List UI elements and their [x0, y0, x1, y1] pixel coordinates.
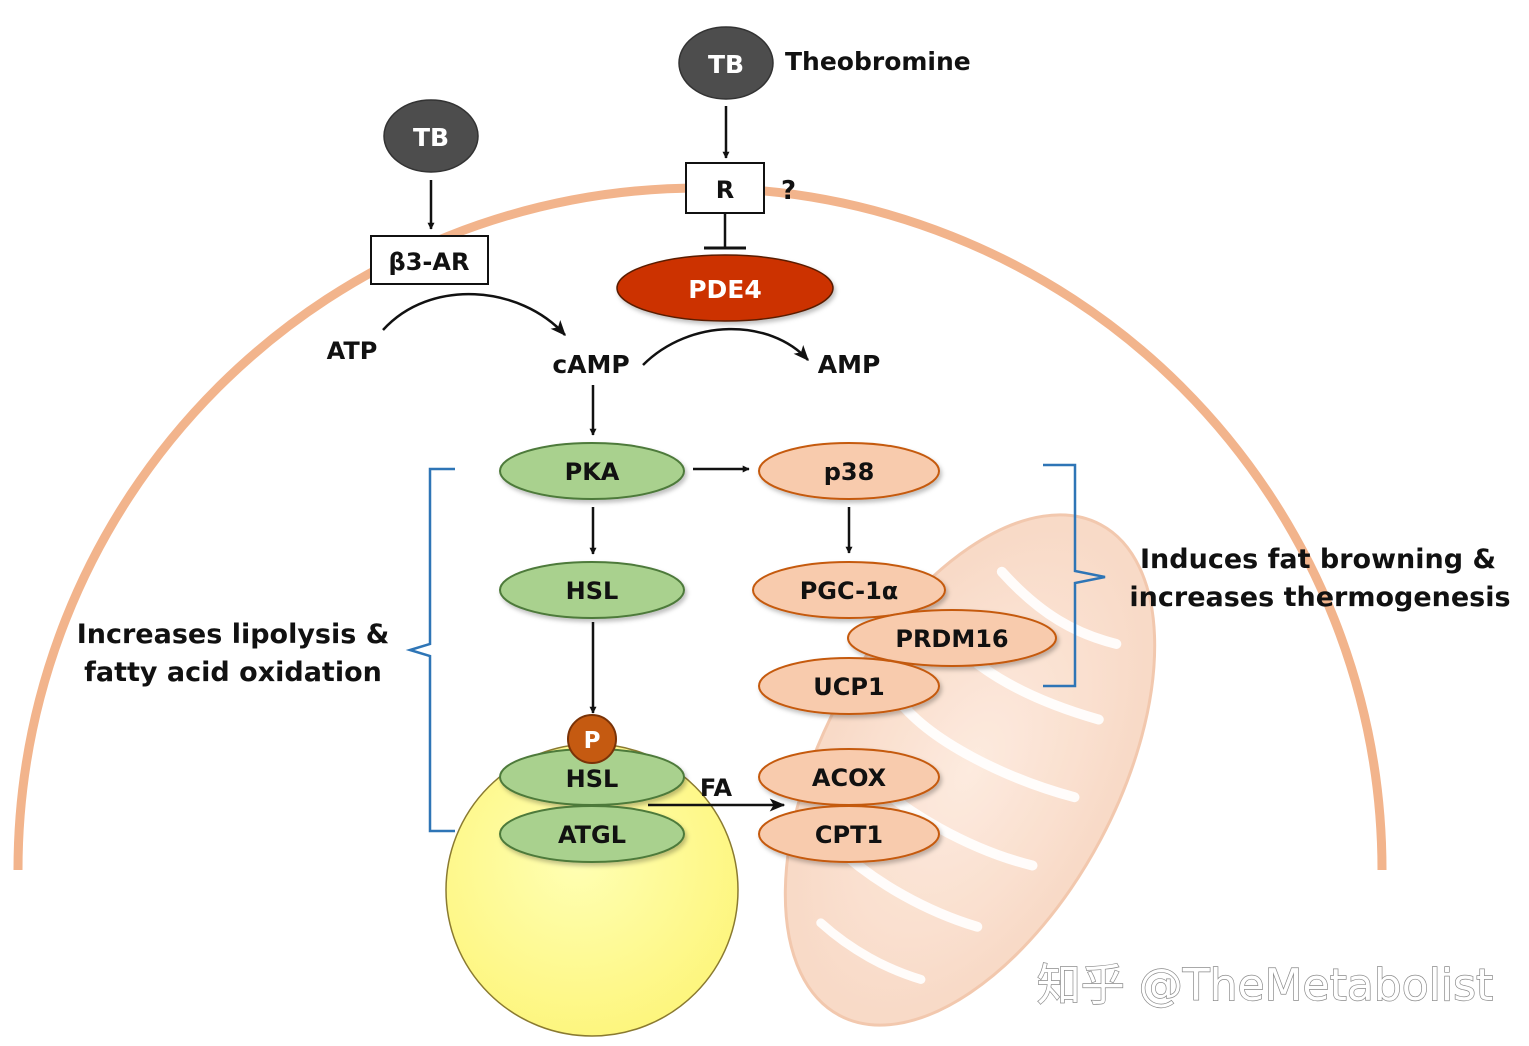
watermark: 知乎 @TheMetabolist	[1037, 960, 1494, 1011]
left-note-line-1: Increases lipolysis &	[77, 619, 390, 650]
pka-node	[499, 442, 685, 500]
phosphate-node	[567, 714, 617, 764]
question-mark: ?	[781, 176, 796, 206]
hsl-node	[499, 561, 685, 619]
prdm16-label: PRDM16	[895, 625, 1008, 653]
tb-node-left	[383, 99, 479, 173]
camp-label: cAMP	[552, 350, 629, 379]
theobromine-label: Theobromine	[785, 47, 971, 76]
atp-label: ATP	[327, 337, 378, 365]
pgc1a-label: PGC-1α	[800, 577, 899, 605]
receptor-label: R	[716, 176, 734, 204]
pka-label: PKA	[565, 458, 620, 486]
prdm16-node	[847, 609, 1057, 667]
left-note-line-2: fatty acid oxidation	[84, 657, 382, 688]
tb-node-top-label: TB	[708, 50, 744, 79]
right-note-line-2: increases thermogenesis	[1129, 582, 1510, 613]
p38-node	[758, 442, 940, 500]
beta3ar-label: β3-AR	[389, 248, 470, 276]
atgl-label: ATGL	[558, 821, 626, 849]
atgl-node	[499, 805, 685, 863]
ucp1-label: UCP1	[813, 673, 884, 701]
phosphorylated-hsl-label: HSL	[566, 765, 619, 793]
hsl-label: HSL	[566, 577, 619, 605]
right-bracket	[1043, 463, 1106, 688]
ucp1-node	[758, 657, 940, 715]
beta3ar-box	[370, 235, 489, 285]
pde4-node	[616, 254, 834, 322]
left-bracket	[405, 467, 455, 833]
phosphate-label: P	[584, 728, 601, 754]
fa-label: FA	[700, 774, 733, 802]
p38-label: p38	[824, 458, 875, 486]
arrow-atp-to-camp	[382, 293, 566, 336]
arrow-camp-to-amp	[642, 327, 809, 366]
acox-label: ACOX	[812, 764, 887, 792]
amp-label: AMP	[818, 350, 881, 379]
right-note-line-1: Induces fat browning &	[1140, 544, 1496, 575]
cpt1-node	[758, 805, 940, 863]
tb-node-left-label: TB	[413, 123, 449, 152]
pde4-label: PDE4	[688, 275, 762, 304]
tb-node-top	[678, 26, 774, 100]
pgc1a-node	[752, 561, 946, 619]
cpt1-label: CPT1	[815, 821, 883, 849]
